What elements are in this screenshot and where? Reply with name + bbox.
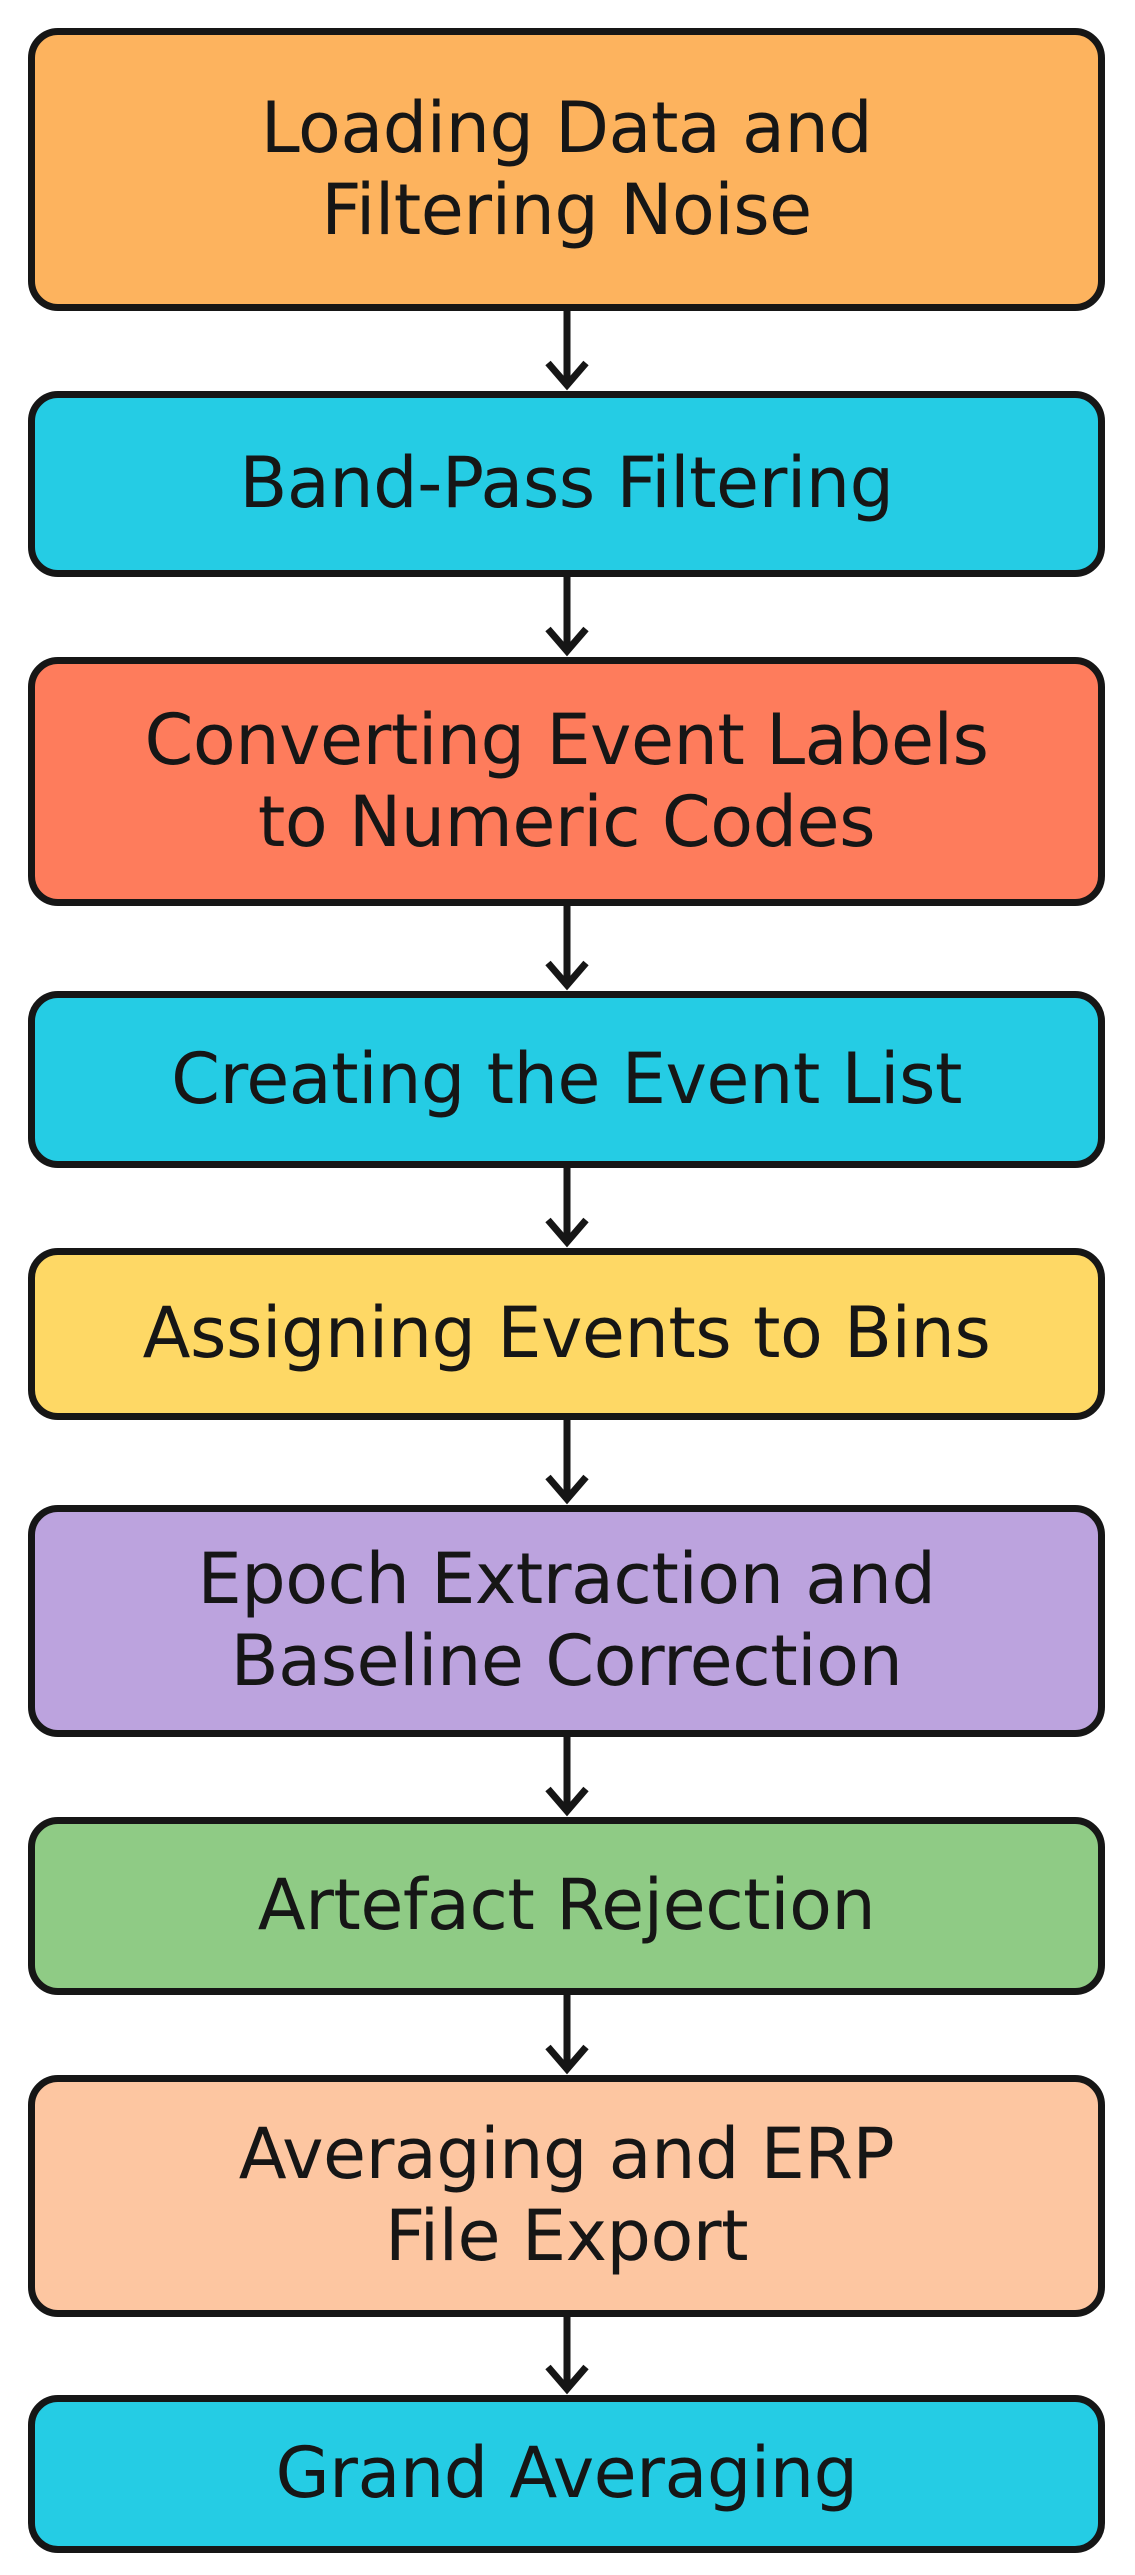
arrow-down-icon	[537, 1995, 597, 2075]
step-grand-averaging: Grand Averaging	[28, 2395, 1105, 2553]
arrow-down-icon	[537, 2317, 597, 2395]
step-label: Loading Data and Filtering Noise	[260, 86, 873, 251]
step-artefact-rejection: Artefact Rejection	[28, 1817, 1105, 1995]
step-label: Creating the Event List	[171, 1037, 962, 1120]
step-label: Epoch Extraction and Baseline Correction	[197, 1538, 936, 1702]
step-label: Band-Pass Filtering	[239, 442, 894, 525]
step-label: Artefact Rejection	[257, 1864, 876, 1947]
step-label: Averaging and ERP File Export	[238, 2113, 895, 2277]
arrow-down-icon	[537, 1420, 597, 1505]
arrow-down-icon	[537, 1737, 597, 1817]
step-label: Assigning Events to Bins	[142, 1292, 991, 1375]
step-creating-event-list: Creating the Event List	[28, 991, 1105, 1168]
step-loading-data: Loading Data and Filtering Noise	[28, 28, 1105, 311]
arrow-down-icon	[537, 906, 597, 991]
step-epoch-extraction: Epoch Extraction and Baseline Correction	[28, 1505, 1105, 1737]
step-assigning-events-to-bins: Assigning Events to Bins	[28, 1248, 1105, 1420]
step-converting-event-labels: Converting Event Labels to Numeric Codes	[28, 657, 1105, 906]
step-averaging-erp-export: Averaging and ERP File Export	[28, 2075, 1105, 2317]
step-label: Converting Event Labels to Numeric Codes	[144, 698, 989, 863]
step-band-pass-filtering: Band-Pass Filtering	[28, 391, 1105, 577]
arrow-down-icon	[537, 311, 597, 391]
step-label: Grand Averaging	[275, 2432, 858, 2515]
arrow-down-icon	[537, 1168, 597, 1248]
arrow-down-icon	[537, 577, 597, 657]
